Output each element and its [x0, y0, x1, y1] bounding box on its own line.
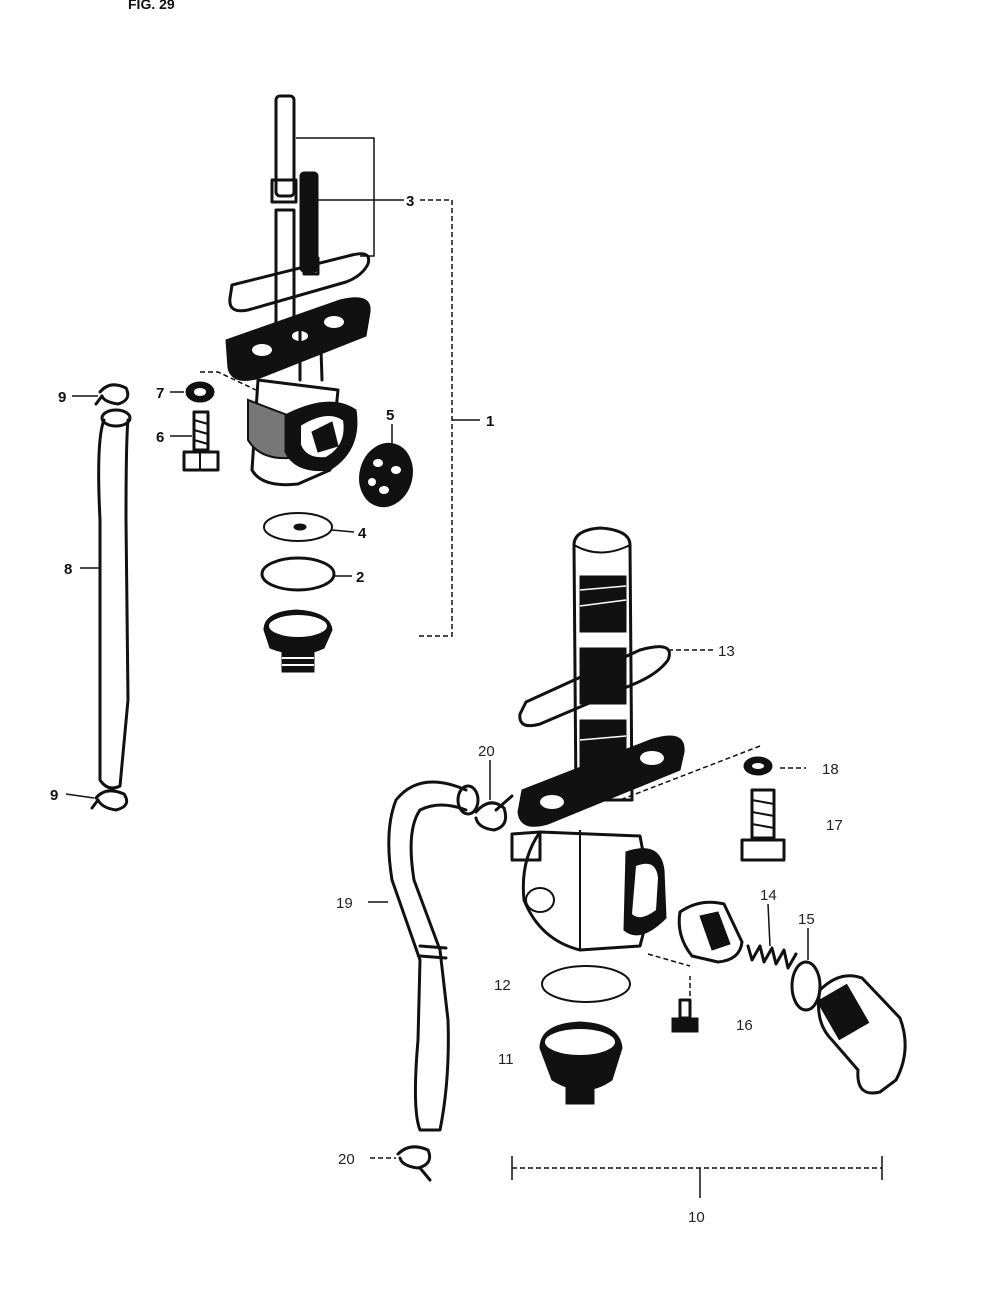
callout-2: 2 — [356, 569, 364, 586]
mounting-screw — [740, 788, 786, 862]
callout-16: 16 — [736, 1017, 753, 1034]
valve-plug — [677, 900, 744, 964]
filter-gasket — [518, 645, 671, 728]
cock-lever — [816, 974, 907, 1095]
callout-3: 3 — [406, 193, 414, 210]
callout-10: 10 — [688, 1209, 705, 1226]
callout-4: 4 — [358, 525, 367, 542]
callout-20-bottom: 20 — [338, 1151, 355, 1168]
fuel-filter — [572, 526, 634, 802]
mounting-washer — [743, 756, 773, 776]
callout-labels: 1 2 3 4 5 6 7 8 9 9 10 11 12 13 14 15 16… — [50, 193, 843, 1226]
callout-11: 11 — [498, 1051, 514, 1068]
mounting-flange — [225, 297, 371, 381]
figure-title: FIG. 29 — [128, 0, 175, 12]
callout-9-top: 9 — [58, 389, 66, 406]
cup-o-ring — [541, 965, 631, 1003]
callout-17: 17 — [826, 817, 843, 834]
hose-clamp-20-top — [474, 794, 514, 832]
callout-20-top: 20 — [478, 743, 495, 760]
o-ring — [260, 556, 336, 592]
hose-clamp-bottom — [90, 789, 129, 812]
fuel-pipes — [270, 94, 320, 337]
callout-13: 13 — [718, 643, 735, 660]
valve-disc — [359, 442, 413, 508]
drain-screw — [671, 998, 699, 1033]
callout-9-bottom: 9 — [50, 787, 58, 804]
callout-5: 5 — [386, 407, 394, 424]
callout-8: 8 — [64, 561, 72, 578]
lower-sediment-cup — [539, 1021, 623, 1105]
callout-15: 15 — [798, 911, 815, 928]
hose-clamp-20-bottom — [396, 1145, 432, 1182]
callout-19: 19 — [336, 895, 353, 912]
packing-disc — [263, 512, 333, 542]
callout-6: 6 — [156, 429, 164, 446]
callout-7: 7 — [156, 385, 164, 402]
lower-flange — [517, 735, 685, 827]
fuel-hose-lower — [387, 780, 480, 1132]
screw — [182, 410, 220, 472]
spring — [746, 944, 798, 970]
lever-o-ring — [790, 960, 822, 1012]
lower-fuel-cock-assembly — [510, 526, 907, 1105]
fuel-hose-upper — [97, 408, 132, 790]
lower-valve-body — [510, 830, 667, 952]
upper-fuel-cock-assembly — [182, 94, 413, 673]
hose-clamp-top — [94, 383, 130, 406]
callout-12: 12 — [494, 977, 511, 994]
callout-18: 18 — [822, 761, 839, 778]
valve-body — [247, 316, 358, 487]
callout-1: 1 — [486, 413, 494, 430]
callout-14: 14 — [760, 887, 777, 904]
leader-lines — [65, 137, 883, 1198]
gasket-ring — [228, 252, 371, 313]
sediment-cup — [263, 609, 333, 673]
washer — [185, 381, 215, 403]
